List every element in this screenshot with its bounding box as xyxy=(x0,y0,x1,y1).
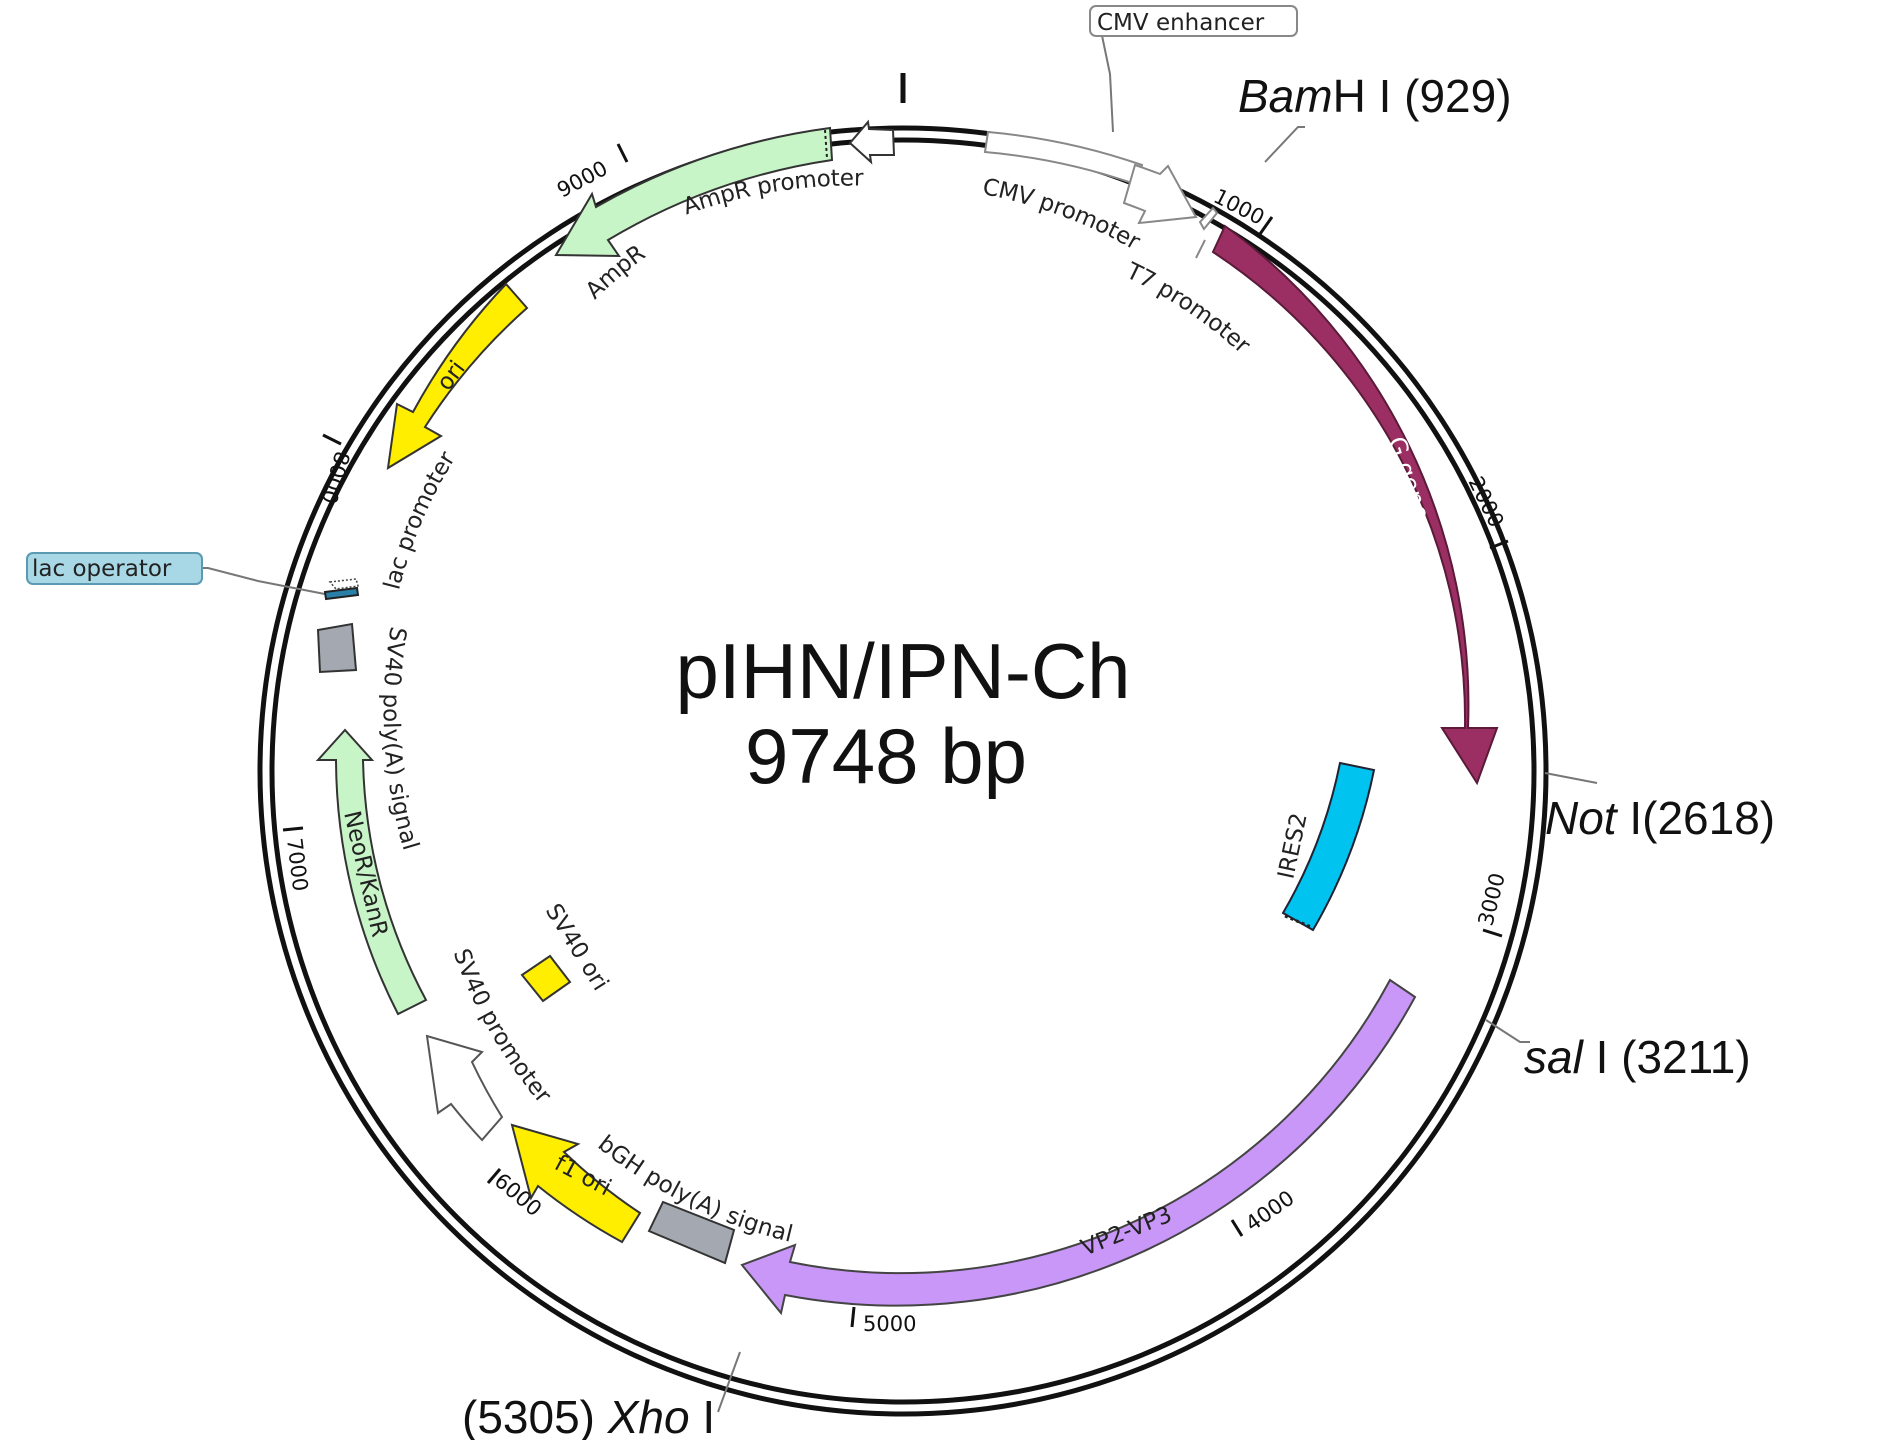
backbone-inner xyxy=(269,137,1537,1405)
ampr-promoter-arrow xyxy=(848,119,896,165)
ori-arrow xyxy=(386,282,529,470)
tick-label-4000: 4000 xyxy=(1241,1186,1299,1236)
tick-label-8000: 8000 xyxy=(316,449,354,507)
site-noti-italic: Not xyxy=(1545,792,1619,844)
cmv-promoter-label: CMV promoter xyxy=(980,174,1144,255)
ampr-arrow xyxy=(554,126,834,258)
t7-promoter-arrow xyxy=(1198,206,1219,231)
site-noti-plain: I(2618) xyxy=(1617,792,1776,844)
neor-kanr-label: NeoR/KanR xyxy=(338,809,392,940)
tick-label-9000: 9000 xyxy=(553,156,611,202)
t7-promoter-label: T7 promoter xyxy=(1121,258,1255,359)
tick-label-5000: 5000 xyxy=(863,1312,916,1336)
plasmid-name: pIHN/IPN-Ch xyxy=(675,627,1130,715)
sv40-polya-box xyxy=(316,622,358,674)
site-bamhi-italic: Bam xyxy=(1238,70,1333,122)
bgh-polya-box xyxy=(647,1200,736,1265)
backbone-outer xyxy=(257,125,1549,1417)
site-xhoi: (5305) Xho I xyxy=(462,1391,715,1440)
site-xhoi-prefix: (5305) xyxy=(462,1391,608,1440)
ires2-box xyxy=(1281,761,1376,932)
g-gene-label: G gene xyxy=(1382,433,1435,524)
f1-ori-arrow xyxy=(510,1123,642,1244)
site-sali: sal I (3211) xyxy=(1524,1031,1751,1083)
lac-promoter-label: lac promoter xyxy=(379,447,460,592)
cmv-enhancer-label: CMV enhancer xyxy=(1097,10,1265,36)
site-bamhi-plain: H I (929) xyxy=(1333,70,1512,122)
g-gene-arrow xyxy=(1211,224,1499,786)
tick-label-3000: 3000 xyxy=(1474,871,1510,929)
lac-operator-callout xyxy=(26,552,203,585)
tick-label-2000: 2000 xyxy=(1464,473,1509,532)
site-xhoi-italic: Xho xyxy=(607,1391,690,1440)
sv40-promoter-arrow xyxy=(425,1034,504,1142)
site-noti: Not I(2618) xyxy=(1545,792,1775,844)
cmv-enhancer-arrow xyxy=(983,130,1144,186)
tick-label-7000: 7000 xyxy=(282,837,312,893)
site-bamhi: BamH I (929) xyxy=(1238,70,1512,122)
neor-kanr-arrow xyxy=(315,728,428,1016)
sv40-ori-box xyxy=(520,954,572,1003)
sv40-polya-label: SV40 poly(A) signal xyxy=(378,625,424,853)
plasmid-size: 9748 bp xyxy=(745,712,1027,800)
lac-operator-label: lac operator xyxy=(32,556,172,582)
tick-marks xyxy=(282,143,1509,1328)
cmv-enhancer-callout xyxy=(1089,5,1298,37)
vp2-vp3-arrow xyxy=(740,978,1417,1316)
site-sali-italic: sal xyxy=(1524,1031,1585,1083)
site-xhoi-plain: I xyxy=(690,1391,716,1440)
site-sali-plain: I (3211) xyxy=(1583,1031,1751,1083)
cmv-promoter-arrow xyxy=(1122,163,1198,225)
lac-operator-mark xyxy=(323,586,360,601)
